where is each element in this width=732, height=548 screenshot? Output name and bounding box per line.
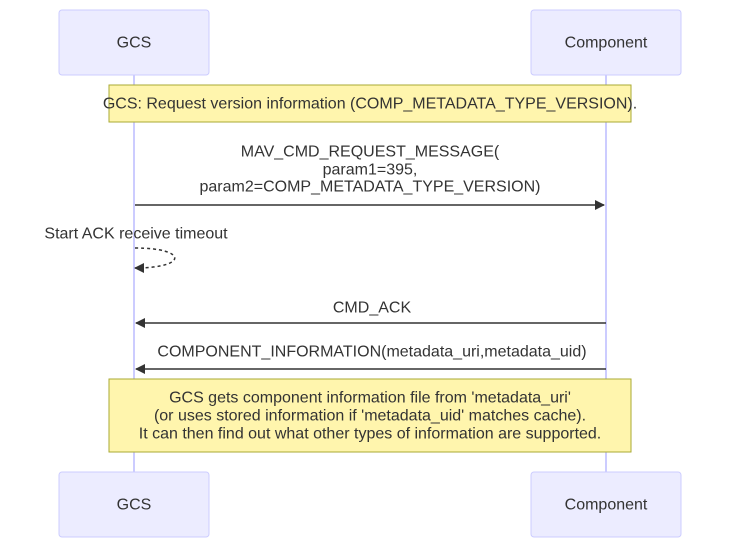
actor-gcs-top-label: GCS	[117, 35, 152, 52]
actor-component-top: Component	[530, 9, 682, 76]
message-start-timeout-loop	[134, 247, 176, 273]
actor-gcs-bottom: GCS	[58, 471, 210, 538]
message-request-message-line-1: MAV_CMD_REQUEST_MESSAGE(	[241, 144, 500, 161]
actor-component-bottom-label: Component	[565, 497, 648, 514]
note-request-version-text: GCS: Request version information (COMP_M…	[103, 96, 637, 113]
message-request-message-line-3: param2=COMP_METADATA_TYPE_VERSION)	[200, 179, 541, 196]
note-gets-info: GCS gets component information file from…	[108, 378, 632, 453]
message-start-timeout: Start ACK receive timeout	[44, 226, 228, 273]
message-component-information-label: COMPONENT_INFORMATION(metadata_uri,metad…	[157, 344, 586, 361]
actor-gcs-top: GCS	[58, 9, 210, 76]
actor-component-top-label: Component	[565, 35, 648, 52]
message-request-message: MAV_CMD_REQUEST_MESSAGE( param1=395, par…	[135, 144, 605, 210]
message-cmd-ack-label: CMD_ACK	[333, 300, 412, 317]
note-gets-info-line-1: GCS gets component information file from…	[169, 390, 571, 407]
actor-gcs-bottom-label: GCS	[117, 497, 152, 514]
note-request-version: GCS: Request version information (COMP_M…	[103, 84, 637, 123]
message-cmd-ack: CMD_ACK	[135, 300, 606, 328]
message-start-timeout-label: Start ACK receive timeout	[44, 226, 228, 243]
note-gets-info-line-2: (or uses stored information if 'metadata…	[154, 408, 586, 425]
message-component-information: COMPONENT_INFORMATION(metadata_uri,metad…	[135, 344, 606, 374]
message-request-message-line-2: param1=395,	[323, 162, 418, 179]
actor-component-bottom: Component	[530, 471, 682, 538]
note-gets-info-line-3: It can then find out what other types of…	[139, 426, 602, 443]
